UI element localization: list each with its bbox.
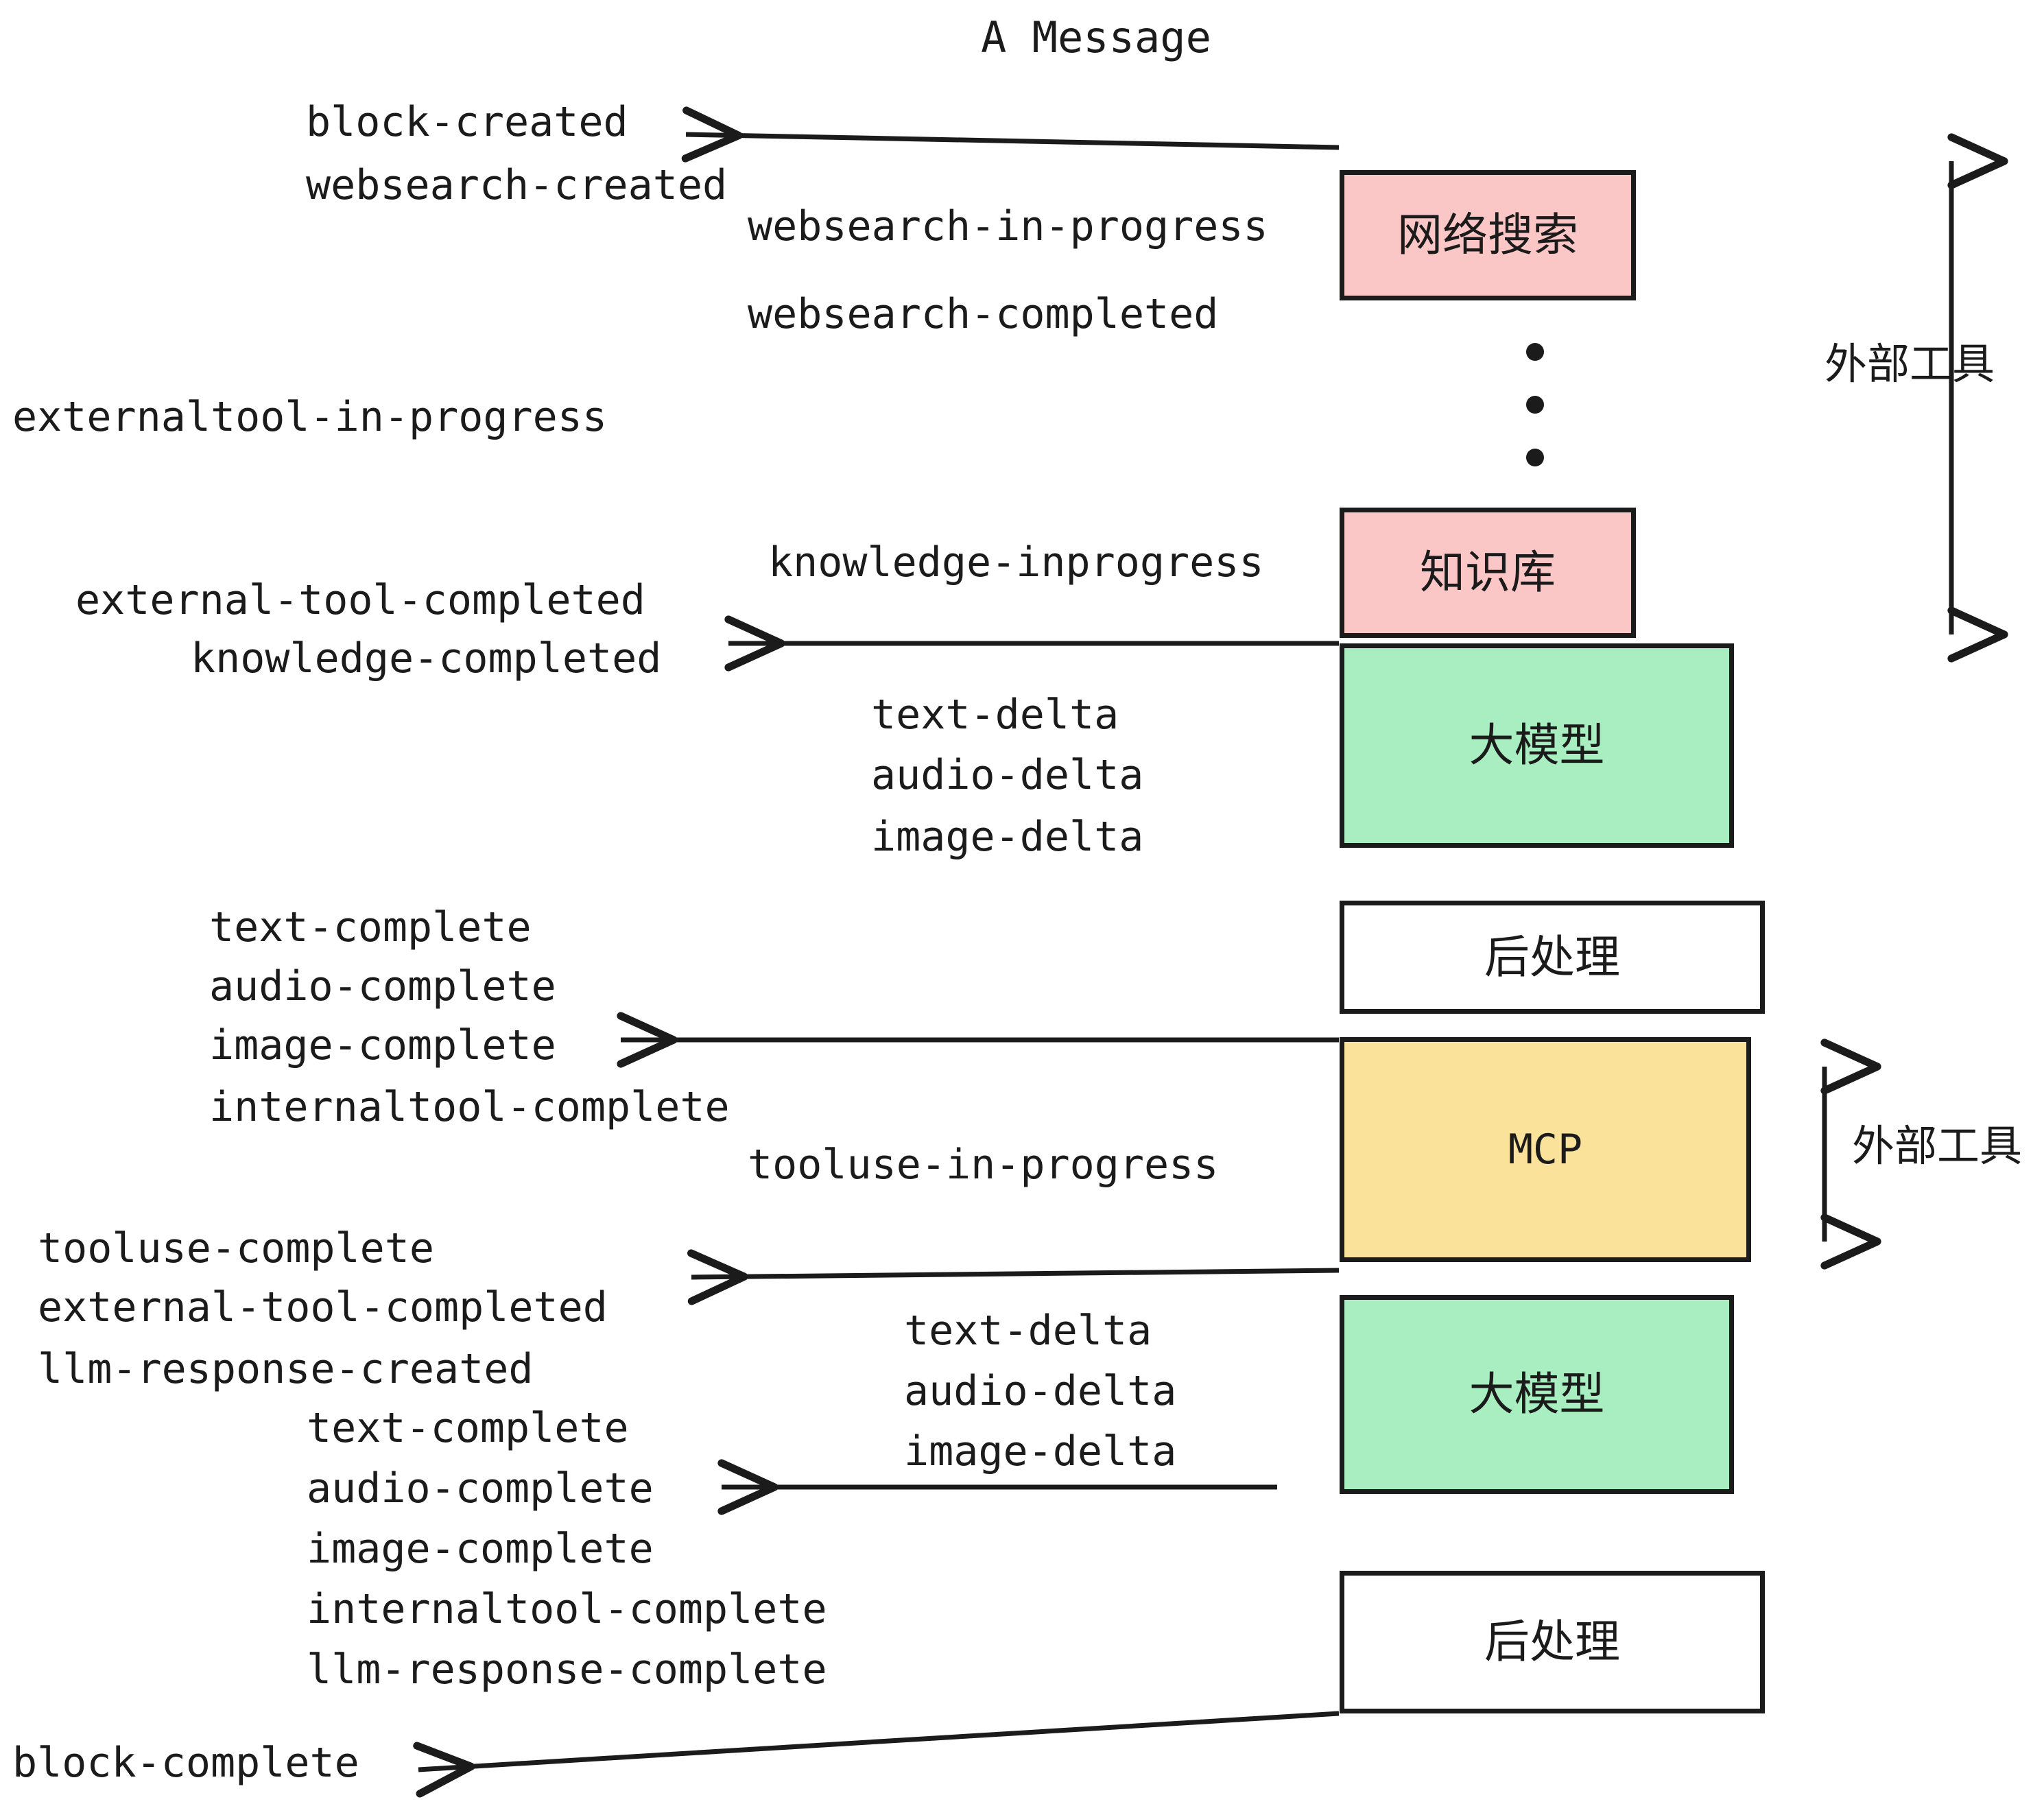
node-knowledge-base-label: 知识库 (1420, 546, 1556, 599)
event-externaltool-in-progress: externaltool-in-progress (12, 393, 607, 441)
node-mcp[interactable]: MCP (1340, 1037, 1751, 1262)
event-image-complete-2: image-complete (307, 1525, 654, 1573)
node-llm-2-label: 大模型 (1469, 1368, 1605, 1421)
arrow-mcp-to-tooluse-complete (687, 1249, 1340, 1305)
event-internaltool-complete-2: internaltool-complete (307, 1585, 827, 1633)
event-internaltool-complete-1: internaltool-complete (209, 1083, 730, 1131)
event-block-created: block-created (306, 98, 628, 146)
diagram-title: A Message (981, 12, 1211, 62)
event-tooluse-complete: tooluse-complete (38, 1224, 434, 1272)
event-text-delta-1: text-delta (871, 691, 1119, 739)
event-audio-delta-1: audio-delta (871, 751, 1144, 799)
side-label-external-tool-bottom: 外部工具 (1852, 1121, 2023, 1171)
node-postprocess-1[interactable]: 后处理 (1340, 901, 1765, 1014)
event-image-complete-1: image-complete (209, 1021, 556, 1069)
event-text-complete-1: text-complete (209, 903, 532, 951)
node-websearch-label: 网络搜索 (1397, 209, 1578, 261)
event-websearch-in-progress: websearch-in-progress (748, 202, 1268, 250)
event-tooluse-in-progress: tooluse-in-progress (748, 1141, 1219, 1189)
event-websearch-completed: websearch-completed (748, 290, 1219, 338)
node-llm-1[interactable]: 大模型 (1340, 643, 1734, 848)
event-websearch-created: websearch-created (306, 161, 728, 209)
node-postprocess-2-label: 后处理 (1484, 1615, 1620, 1668)
event-external-tool-completed-2: external-tool-completed (38, 1283, 608, 1331)
event-image-delta-2: image-delta (904, 1427, 1177, 1475)
event-audio-complete-2: audio-complete (307, 1464, 654, 1512)
event-knowledge-completed: knowledge-completed (191, 634, 662, 683)
vertical-ellipsis-icon (1526, 343, 1544, 466)
arrow-websearch-to-blockcreated (681, 106, 1340, 163)
arrow-postprocess2-to-blockcomplete (413, 1711, 1340, 1798)
event-llm-response-complete: llm-response-complete (307, 1646, 827, 1694)
node-llm-1-label: 大模型 (1469, 719, 1605, 772)
side-label-external-tool-top: 外部工具 (1825, 339, 1995, 389)
event-llm-response-created: llm-response-created (38, 1345, 534, 1393)
event-external-tool-completed-1: external-tool-completed (75, 576, 645, 624)
event-audio-delta-2: audio-delta (904, 1367, 1177, 1415)
node-knowledge-base[interactable]: 知识库 (1340, 508, 1636, 638)
event-text-delta-2: text-delta (904, 1307, 1152, 1355)
node-mcp-label: MCP (1508, 1126, 1583, 1174)
event-block-complete: block-complete (12, 1739, 359, 1787)
event-knowledge-inprogress: knowledge-inprogress (768, 538, 1264, 586)
node-websearch[interactable]: 网络搜索 (1340, 170, 1636, 300)
event-audio-complete-1: audio-complete (209, 962, 556, 1010)
node-llm-2[interactable]: 大模型 (1340, 1295, 1734, 1494)
event-text-complete-2: text-complete (307, 1404, 629, 1452)
node-postprocess-2[interactable]: 后处理 (1340, 1571, 1765, 1713)
event-image-delta-1: image-delta (871, 813, 1144, 861)
node-postprocess-1-label: 后处理 (1484, 930, 1620, 984)
